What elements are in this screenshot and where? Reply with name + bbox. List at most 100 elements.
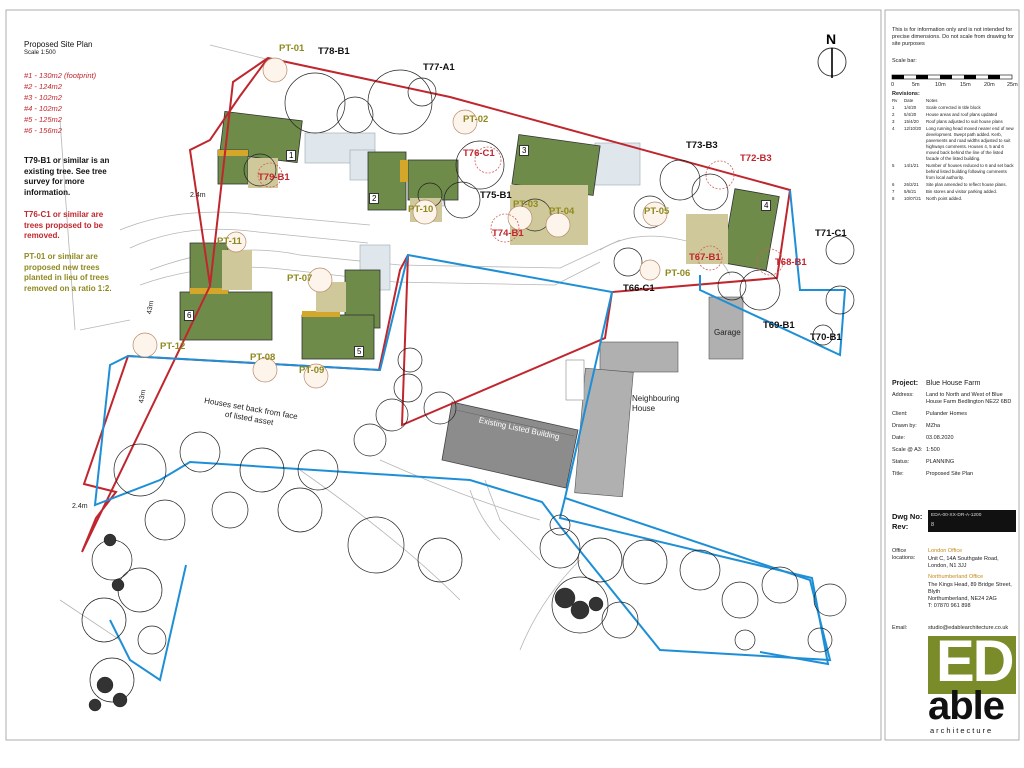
tree-label-t77-a1: T77-A1 bbox=[423, 62, 455, 73]
tree-label-pt-09: PT-09 bbox=[299, 365, 325, 376]
field-status-label: Status: bbox=[892, 459, 910, 465]
unit-area-1: #1 - 130m2 (footprint) bbox=[24, 71, 97, 80]
logo-architecture: architecture bbox=[930, 726, 994, 735]
email-link[interactable]: studio@edablearchitecture.co.uk bbox=[928, 625, 1009, 631]
house-number-6: 6 bbox=[184, 310, 195, 321]
removed-trees bbox=[257, 146, 784, 276]
tree-label-t76-c1: T76-C1 bbox=[463, 148, 495, 159]
house-number-5: 5 bbox=[354, 346, 365, 357]
field-client-label: Client: bbox=[892, 411, 908, 417]
revision-8-rv: 8 bbox=[892, 196, 895, 201]
scale-tick-10: 10m bbox=[935, 82, 946, 88]
field-drawnby-value: MZha bbox=[926, 423, 941, 429]
email-label: Email: bbox=[892, 625, 908, 631]
revision-header-notes: Notes bbox=[926, 98, 938, 103]
unit-area-list: #1 - 130m2 (footprint) #2 - 124m2 #3 - 1… bbox=[24, 70, 96, 136]
revision-1-rv: 1 bbox=[892, 105, 895, 110]
plan-title: Proposed Site Plan bbox=[24, 40, 93, 49]
field-title-label: Title: bbox=[892, 471, 904, 477]
tree-label-pt-12: PT-12 bbox=[160, 341, 186, 352]
red-site-boundary bbox=[81, 56, 792, 553]
scale-tick-5: 5m bbox=[912, 82, 920, 88]
revision-5-date: 14/1/21 bbox=[904, 163, 919, 168]
revision-2-rv: 2 bbox=[892, 112, 895, 117]
unit-area-3: #3 - 102m2 bbox=[24, 93, 62, 102]
tree-label-pt-01: PT-01 bbox=[279, 43, 305, 54]
tree-label-t66-c1: T66-C1 bbox=[623, 283, 655, 294]
revision-7-note: Bin stores and visitor parking added. bbox=[926, 189, 998, 194]
rev-label: Rev: bbox=[892, 522, 909, 531]
revision-4-date: 12/10/20 bbox=[904, 126, 922, 131]
tree-label-t72-b3: T72-B3 bbox=[740, 153, 772, 164]
tree-label-t74-b1: T74-B1 bbox=[492, 228, 524, 239]
tree-label-pt-05: PT-05 bbox=[644, 206, 670, 217]
northumberland-office-title: Northumberland Office bbox=[928, 574, 984, 580]
unit-area-5: #5 - 125m2 bbox=[24, 115, 62, 124]
tree-label-pt-03: PT-03 bbox=[513, 199, 539, 210]
rev-value: 8 bbox=[931, 522, 935, 528]
tree-label-t71-c1: T71-C1 bbox=[815, 228, 847, 239]
revision-5-rv: 5 bbox=[892, 163, 895, 168]
house-6 bbox=[179, 242, 273, 341]
field-scale-value: 1:500 bbox=[926, 447, 940, 453]
road-lines bbox=[59, 44, 731, 651]
logo-ed: ED bbox=[936, 629, 1015, 694]
field-client-value: Pulander Homes bbox=[926, 411, 967, 417]
tree-label-t73-b3: T73-B3 bbox=[686, 140, 718, 151]
london-office-title: London Office bbox=[928, 548, 963, 554]
revision-8-note: North point added. bbox=[926, 196, 963, 201]
proposed-houses bbox=[179, 110, 780, 360]
revision-1-date: 1/4/20 bbox=[904, 105, 917, 110]
field-scale-label: Scale @ A3: bbox=[892, 447, 923, 453]
tree-label-t78-b1: T78-B1 bbox=[318, 46, 350, 57]
revision-6-date: 26/2/21 bbox=[904, 182, 919, 187]
logo-able: able bbox=[928, 684, 1005, 728]
revision-1-note: Scale corrected in title block bbox=[926, 105, 981, 110]
house-3 bbox=[510, 134, 601, 245]
tree-label-t70-b1: T70-B1 bbox=[810, 332, 842, 343]
field-drawnby-label: Drawn by: bbox=[892, 423, 917, 429]
tree-label-t69-b1: T69-B1 bbox=[763, 320, 795, 331]
house-number-1: 1 bbox=[286, 150, 297, 161]
planted-trees bbox=[132, 57, 668, 389]
northumberland-office-line-2: Blyth bbox=[928, 589, 941, 595]
tree-label-t75-b1: T75-B1 bbox=[480, 190, 512, 201]
north-label: N bbox=[826, 31, 837, 47]
london-office-line-1: Unit C, 14A Southgate Road, bbox=[928, 556, 999, 562]
scale-bar-label: Scale bar: bbox=[892, 58, 917, 64]
field-project-value: Blue House Farm bbox=[926, 380, 981, 387]
revision-2-note: House areas and roof plans updated bbox=[926, 112, 998, 117]
revisions-label: Revisions: bbox=[892, 91, 920, 97]
london-office-line-2: London, N1 3JJ bbox=[928, 563, 967, 569]
revision-4-note: Long running head moved nearer end of ne… bbox=[926, 126, 1014, 161]
dim-label-1: 2.4m bbox=[190, 192, 206, 199]
ed-able-logo bbox=[928, 636, 1016, 694]
project-fields: Project: Blue House Farm Address: Land t… bbox=[892, 380, 1018, 478]
northumberland-office-line-1: The Kings Head, 89 Bridge Street, bbox=[928, 582, 1012, 588]
house-number-2: 2 bbox=[369, 193, 380, 204]
field-date-label: Date: bbox=[892, 435, 906, 441]
northumberland-office-line-3: Northumberland, NE24 2AG bbox=[928, 596, 997, 602]
revisions-table: Rv Date Notes 1 1/4/20 Scale corrected i… bbox=[892, 98, 1018, 202]
unit-area-2: #2 - 124m2 bbox=[24, 82, 62, 91]
revision-header-rv: Rv bbox=[892, 98, 898, 103]
tree-label-pt-06: PT-06 bbox=[665, 268, 691, 279]
tree-label-pt-04: PT-04 bbox=[549, 206, 575, 217]
revision-6-rv: 6 bbox=[892, 182, 895, 187]
revision-header-date: Date bbox=[904, 98, 914, 103]
existing-buildings bbox=[441, 296, 744, 498]
note-removed-trees: T76-C1 or similar are trees proposed to … bbox=[24, 210, 104, 240]
revision-7-date: 5/6/21 bbox=[904, 189, 917, 194]
scale-tick-15: 15m bbox=[960, 82, 971, 88]
dwg-no-value: EDA-00-XX-DR-A-1200 bbox=[931, 513, 982, 518]
drawing-frame bbox=[5, 9, 882, 741]
tree-label-pt-07: PT-07 bbox=[287, 273, 313, 284]
tree-label-t79-b1: T79-B1 bbox=[258, 172, 290, 183]
disclaimer-text: This is for information only and is not … bbox=[892, 27, 1014, 47]
unit-area-4: #4 - 102m2 bbox=[24, 104, 62, 113]
revision-3-date: 15/4/20 bbox=[904, 119, 919, 124]
revision-3-note: Roof plans adjusted to suit house plans bbox=[926, 119, 1003, 124]
scale-bar bbox=[891, 74, 1013, 80]
